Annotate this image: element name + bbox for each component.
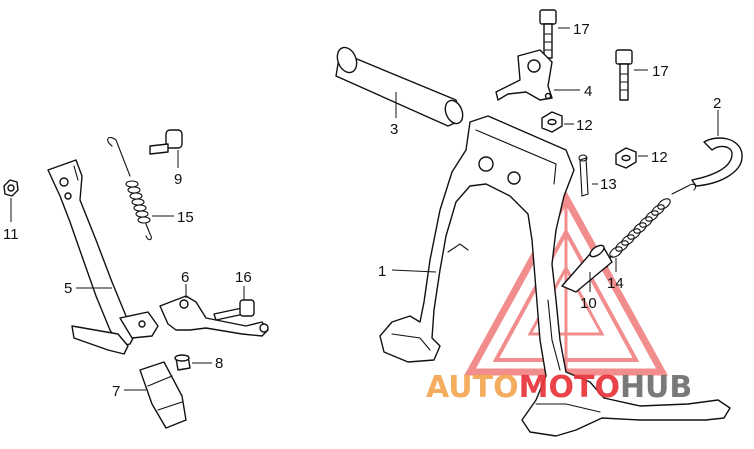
part-6-bracket	[159, 284, 269, 337]
callout-labels: 1 2 3 4 5 6 7 8 9 10 11 12 12 13 14 15 1…	[3, 21, 721, 400]
callout-10: 10	[580, 295, 597, 312]
part-12-nut-upper	[541, 111, 574, 133]
callout-14: 14	[607, 275, 624, 292]
callout-1: 1	[378, 263, 386, 280]
callout-4: 4	[584, 83, 592, 100]
callout-8: 8	[215, 355, 223, 372]
part-5-side-stand	[47, 159, 159, 355]
callout-17a: 17	[573, 21, 590, 38]
part-16-bolt	[213, 286, 255, 321]
part-10-collar	[561, 244, 613, 293]
part-7-rubber	[124, 361, 187, 429]
watermark-text: AUTOMOTOHUB	[426, 370, 692, 405]
callout-12b: 12	[651, 149, 668, 166]
part-17-bolt-upper	[539, 9, 570, 59]
svg-text:AUTOMOTOHUB: AUTOMOTOHUB	[426, 370, 692, 405]
callout-2: 2	[713, 95, 721, 112]
watermark-auto: AUTO	[426, 370, 519, 405]
part-3-pipe	[335, 46, 464, 127]
callout-11: 11	[3, 226, 19, 243]
part-8-collar	[174, 354, 212, 371]
watermark-hub: HUB	[620, 370, 692, 405]
callout-13: 13	[600, 176, 617, 193]
callout-6: 6	[181, 269, 189, 286]
callout-12a: 12	[576, 117, 593, 134]
callout-9: 9	[174, 171, 182, 188]
callout-16: 16	[235, 269, 252, 286]
part-9-bolt	[149, 129, 183, 168]
part-12-nut-right	[615, 147, 648, 169]
callout-3: 3	[390, 121, 398, 138]
part-11-nut	[3, 179, 19, 222]
callout-5: 5	[64, 280, 72, 297]
part-2-clip	[691, 110, 743, 187]
part-13-pin	[578, 154, 598, 197]
part-17-bolt-right	[615, 49, 648, 101]
callout-15: 15	[177, 209, 194, 226]
part-14-spring	[601, 183, 697, 272]
watermark-moto: MOTO	[519, 370, 620, 405]
callout-7: 7	[112, 383, 120, 400]
part-15-spring	[107, 137, 174, 241]
part-1-main-stand	[379, 115, 731, 437]
part-4-clamp	[495, 49, 580, 101]
callout-17b: 17	[652, 63, 669, 80]
